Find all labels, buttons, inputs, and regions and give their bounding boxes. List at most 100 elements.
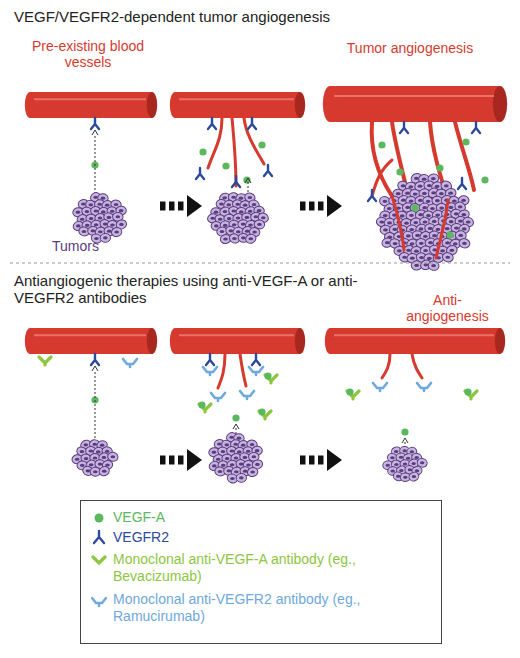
cell-nucleus — [234, 470, 239, 473]
cell-nucleus — [428, 227, 433, 230]
anti-vegfr2-antibody — [240, 391, 254, 399]
cell-nucleus — [432, 234, 437, 237]
cell-nucleus — [448, 206, 453, 209]
cell-nucleus — [385, 241, 390, 244]
cell-nucleus — [418, 185, 423, 188]
cell-nucleus — [406, 249, 411, 252]
tumor-cell — [100, 233, 110, 242]
anti-vegfr2-antibody — [211, 393, 225, 401]
vessel-start — [170, 92, 180, 118]
cell-nucleus — [232, 223, 237, 226]
cell-nucleus — [219, 202, 224, 205]
vessel-sprout — [244, 118, 264, 164]
cell-nucleus — [216, 458, 221, 461]
arrow-dash — [169, 202, 175, 211]
cell-nucleus — [91, 229, 96, 232]
arrow-dash — [300, 202, 306, 211]
tumor-cluster — [71, 438, 119, 477]
vessel-sprout — [382, 354, 390, 378]
vessel-end — [295, 328, 305, 354]
cell-nucleus — [257, 209, 262, 212]
vegf-a-dot — [411, 204, 418, 211]
tumor-cell — [244, 233, 257, 245]
cell-nucleus — [418, 213, 423, 216]
cell-nucleus — [119, 209, 124, 212]
cell-nucleus — [254, 215, 259, 218]
cell-nucleus — [445, 241, 450, 244]
cell-nucleus — [423, 249, 428, 252]
cell-nucleus — [382, 200, 387, 203]
vegf-a-dot — [446, 231, 453, 238]
vegfr2-receptor — [264, 165, 272, 176]
cell-nucleus — [224, 443, 229, 446]
cell-nucleus — [94, 223, 99, 226]
tumor-label: Tumors — [52, 238, 112, 254]
cell-nucleus — [252, 455, 257, 458]
vessel-start — [323, 86, 337, 122]
cell-nucleus — [423, 235, 428, 238]
cell-nucleus — [102, 456, 107, 459]
cell-nucleus — [214, 211, 219, 214]
vegf-a-dot — [378, 141, 385, 148]
vessel-body — [330, 86, 500, 122]
vegf-a-dot — [481, 176, 488, 183]
vegfr2-receptor — [232, 176, 240, 187]
arrow-dash — [160, 202, 166, 211]
anti-vegfr2-antibody — [249, 367, 263, 375]
cell-nucleus — [431, 177, 436, 180]
cell-nucleus — [223, 210, 228, 213]
section-heading: VEGF/VEGFR2-dependent tumor angiogenesis — [14, 8, 514, 25]
blood-vessel — [325, 328, 505, 354]
cell-nucleus — [430, 207, 435, 210]
cell-nucleus — [412, 475, 417, 478]
tumor-cluster — [207, 191, 270, 244]
antibody-glyph — [93, 557, 105, 563]
secretion-arrowhead — [92, 366, 98, 371]
legend-text: VEGFR2 — [113, 529, 413, 546]
vegf-a-dot — [264, 372, 271, 379]
vessel-end — [295, 92, 305, 118]
cell-nucleus — [403, 463, 408, 466]
cell-nucleus — [93, 196, 98, 199]
cell-nucleus — [458, 219, 463, 222]
cell-nucleus — [418, 199, 423, 202]
swatch-dot — [95, 514, 104, 523]
cell-nucleus — [419, 227, 424, 230]
cell-nucleus — [426, 214, 431, 217]
cell-nucleus — [229, 436, 234, 439]
vegfr2-receptor — [206, 354, 214, 365]
cell-nucleus — [85, 210, 90, 213]
cell-nucleus — [232, 209, 237, 212]
anti-vegfr2-antibody — [373, 383, 387, 391]
anti-vegfr2-antibody — [203, 367, 217, 375]
legend-text: Monoclonal anti-VEGF-A antibody (eg., Be… — [113, 551, 413, 585]
cell-nucleus — [445, 227, 450, 230]
cell-nucleus — [410, 242, 415, 245]
arrow-dash — [309, 202, 315, 211]
vessel-highlight — [179, 334, 294, 336]
secretion-arrowhead — [245, 178, 251, 183]
section-heading: Antiangiogenic therapies using anti-VEGF… — [14, 272, 374, 307]
cell-nucleus — [243, 470, 248, 473]
cell-nucleus — [423, 263, 428, 266]
cell-nucleus — [93, 470, 98, 473]
vegfr2-receptor — [368, 190, 376, 201]
cell-nucleus — [413, 221, 418, 224]
cell-nucleus — [239, 476, 244, 479]
legend-entry: VEGF-A — [91, 509, 431, 526]
cell-nucleus — [116, 215, 121, 218]
tumor-cluster — [72, 191, 128, 245]
antibody-glyph — [92, 598, 106, 606]
cell-nucleus — [98, 463, 103, 466]
cell-nucleus — [393, 242, 398, 245]
cell-nucleus — [404, 222, 409, 225]
cell-nucleus — [396, 475, 401, 478]
vegf-a-dot — [222, 162, 229, 169]
cell-nucleus — [222, 196, 227, 199]
arrow-dash — [318, 202, 324, 211]
cell-nucleus — [409, 228, 414, 231]
cell-nucleus — [110, 210, 115, 213]
cell-nucleus — [239, 197, 244, 200]
arrow-head — [187, 195, 202, 217]
cell-nucleus — [89, 463, 94, 466]
